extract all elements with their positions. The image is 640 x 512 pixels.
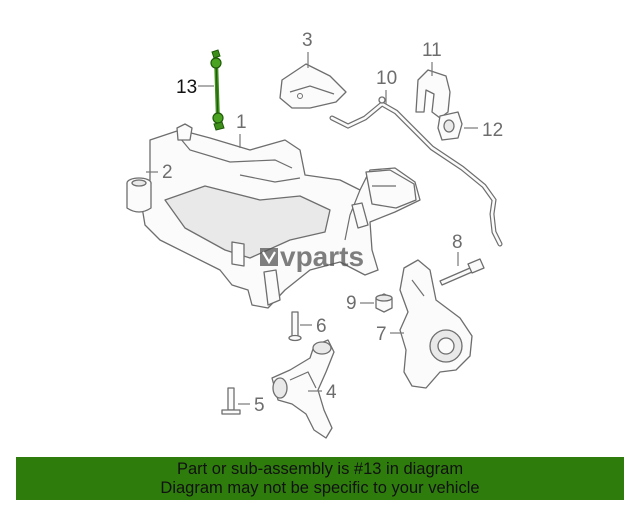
watermark-text: vparts bbox=[280, 241, 364, 272]
callout-10: 10 bbox=[376, 68, 397, 89]
callout-11: 11 bbox=[422, 40, 442, 61]
part-11-bushing-clamp[interactable] bbox=[415, 69, 451, 119]
part-9-nut[interactable] bbox=[375, 293, 393, 313]
part-6-bolt[interactable] bbox=[288, 311, 302, 342]
callout-4: 4 bbox=[326, 382, 337, 403]
banner-line-2: Diagram may not be specific to your vehi… bbox=[160, 479, 480, 497]
callout-3: 3 bbox=[302, 30, 313, 51]
callout-1: 1 bbox=[236, 112, 247, 133]
info-banner: Part or sub-assembly is #13 in diagram D… bbox=[16, 457, 624, 500]
part-10-stabilizer-bar[interactable] bbox=[329, 96, 503, 247]
callout-5: 5 bbox=[254, 395, 265, 416]
callout-8: 8 bbox=[452, 232, 463, 253]
callout-2: 2 bbox=[162, 162, 173, 183]
watermark-logo: vparts bbox=[260, 241, 364, 272]
part-8-bolt[interactable] bbox=[439, 258, 485, 286]
callout-7: 7 bbox=[376, 324, 387, 345]
callout-12: 12 bbox=[482, 120, 503, 141]
part-5-bolt[interactable] bbox=[221, 387, 241, 415]
part-4-lower-control-arm[interactable] bbox=[271, 339, 335, 439]
callout-6: 6 bbox=[316, 316, 327, 337]
parts-diagram: 13 1 2 3 10 11 bbox=[126, 30, 503, 439]
part-3-bracket[interactable] bbox=[279, 63, 347, 109]
part-2-mount-insulator[interactable] bbox=[126, 177, 152, 213]
part-7-steering-knuckle[interactable] bbox=[399, 259, 473, 389]
part-1-subframe[interactable] bbox=[139, 123, 421, 309]
part-12-stabilizer-bushing[interactable] bbox=[437, 111, 463, 141]
callout-13: 13 bbox=[176, 77, 197, 98]
banner-line-1: Part or sub-assembly is #13 in diagram bbox=[176, 460, 464, 478]
part-13-stabilizer-link[interactable] bbox=[210, 49, 225, 131]
callout-9: 9 bbox=[346, 293, 357, 314]
